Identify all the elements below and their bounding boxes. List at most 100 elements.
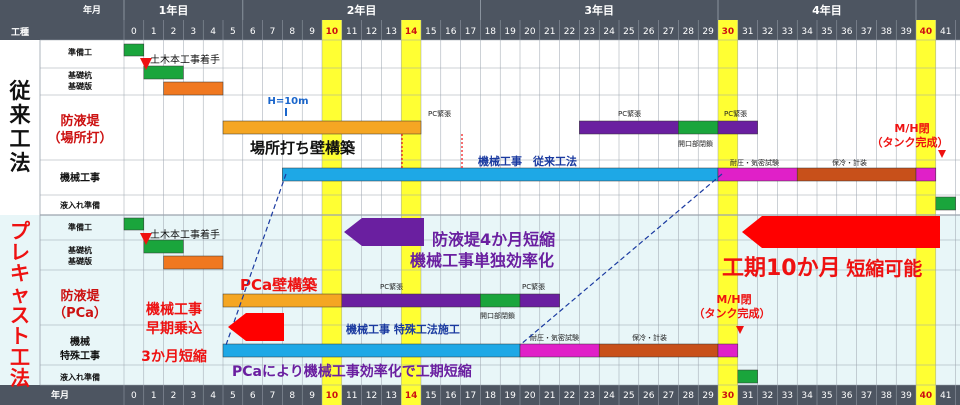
month-label: 2 (171, 27, 177, 37)
bar-conv-pc (579, 120, 679, 135)
month-label: 24 (603, 391, 615, 401)
month-label: 25 (623, 391, 634, 401)
start-label-pre: 土木本工事着手 (150, 228, 220, 241)
month-labels: 0011223344556677889910101111121213131414… (131, 27, 951, 401)
month-label: 1 (151, 27, 157, 37)
highlight-columns (322, 20, 936, 405)
row-label-pre-slab: 基礎版 (67, 256, 92, 266)
month-label: 35 (821, 27, 832, 37)
year-label: 1年目 (159, 3, 189, 17)
section-char: プ (10, 219, 31, 243)
opening-label-2: 開口部閉鎖 (480, 311, 515, 320)
row-label-pre-mech-sub: 特殊工事 (60, 349, 100, 362)
month-label: 35 (821, 391, 832, 401)
section-char: 法 (10, 151, 31, 175)
month-label: 12 (366, 27, 377, 37)
section-conventional: 従来工法 (9, 79, 32, 175)
month-label: 37 (861, 27, 872, 37)
month-label: 10 (326, 391, 339, 401)
pc-label-3: PC緊張 (724, 110, 747, 118)
wall-cast-label: 場所打ち壁構築 (250, 139, 356, 157)
start-label-conv: 土木本工事着手 (150, 53, 220, 66)
month-label: 19 (504, 27, 516, 37)
month-label: 30 (722, 391, 735, 401)
row-label-pre-wall: 防液堤 (60, 288, 100, 304)
row-label-pre-wall-sub: （PCa） (53, 305, 107, 321)
big-callout: 工期10か月 短縮可能 (722, 256, 922, 281)
bar-pre-opening (480, 293, 521, 308)
month-label: 5 (230, 27, 236, 37)
bottom-note: PCaにより機械工事効率化で工期短縮 (232, 363, 472, 380)
month-label: 14 (405, 391, 418, 401)
month-label: 4 (210, 391, 216, 401)
bar-conv-pressure (717, 167, 798, 182)
mh-label-1: M/H閉 (894, 122, 929, 135)
callout-line-1: 防液堤4か月短縮 (432, 230, 555, 249)
section-char: 法 (10, 366, 30, 390)
month-label: 26 (643, 27, 655, 37)
month-label: 14 (405, 27, 418, 37)
bar-pre-pc (341, 293, 481, 308)
bar-conv-prep (123, 43, 145, 57)
callout-arrow-purple (344, 218, 424, 246)
row-label-conv-wall: 防液堤 (60, 113, 100, 129)
year-label: 4年目 (812, 3, 842, 17)
early-label-1: 機械工事 (146, 301, 202, 318)
highlight-column (718, 20, 738, 405)
month-label: 22 (564, 391, 575, 401)
bar-pre-pile (143, 239, 184, 254)
month-label: 12 (366, 391, 377, 401)
row-label-conv-wall-sub: （場所打） (47, 130, 112, 146)
month-label: 28 (683, 391, 695, 401)
row-label-conv-mech: 機械工事 (60, 171, 100, 184)
month-label: 36 (841, 27, 853, 37)
month-label: 7 (270, 27, 276, 37)
comparison-line-end (519, 173, 723, 346)
month-label: 41 (940, 391, 951, 401)
month-label: 23 (584, 391, 595, 401)
tank-label-2: （タンク完成） (694, 306, 771, 320)
month-label: 34 (801, 391, 813, 401)
callout-arrow-red (742, 216, 940, 248)
month-label: 9 (309, 27, 315, 37)
h10-label: H=10m (267, 96, 308, 107)
month-label: 30 (722, 27, 735, 37)
month-label: 29 (702, 391, 714, 401)
mh-label-2: M/H閉 (716, 293, 751, 306)
corner-top-label: 年月 (83, 4, 101, 16)
month-label: 16 (445, 27, 457, 37)
month-label: 41 (940, 27, 951, 37)
bar-pre-mech (222, 343, 521, 358)
section-char: 工 (10, 127, 31, 151)
month-label: 32 (762, 391, 773, 401)
month-label: 31 (742, 27, 753, 37)
section-char: 従 (9, 79, 31, 103)
month-label: 18 (485, 27, 497, 37)
row-label-pre-mech: 機械 (70, 335, 90, 348)
row-label-pre-fill: 液入れ準備 (60, 372, 100, 382)
big-callout-main: 工期10か月 (722, 256, 841, 281)
bar-conv-cooling (796, 167, 917, 182)
month-label: 34 (801, 27, 813, 37)
month-label: 5 (230, 391, 236, 401)
section-char: 工 (10, 345, 30, 369)
bars (123, 43, 956, 384)
pc-label-5: PC緊張 (522, 283, 545, 291)
month-label: 37 (861, 391, 872, 401)
bar-pre-pc-2 (519, 293, 560, 308)
bar-conv-wall (222, 120, 422, 135)
bar-conv-pc-2 (717, 120, 758, 135)
month-label: 13 (386, 391, 397, 401)
row-label-conv-pile: 基礎杭 (67, 70, 92, 80)
pc-label-4: PC緊張 (380, 283, 403, 291)
month-label: 33 (782, 391, 793, 401)
section-char: 来 (10, 103, 32, 127)
bar-conv-fill (935, 196, 956, 211)
bar-pre-cooling (598, 343, 719, 358)
pc-label-1: PC緊張 (428, 110, 451, 118)
section-char: ャ (10, 282, 30, 306)
pca-wall-label: PCa壁構築 (240, 276, 318, 294)
month-label: 39 (900, 27, 912, 37)
pressure-label-2: 耐圧・気密試験 (530, 333, 579, 342)
